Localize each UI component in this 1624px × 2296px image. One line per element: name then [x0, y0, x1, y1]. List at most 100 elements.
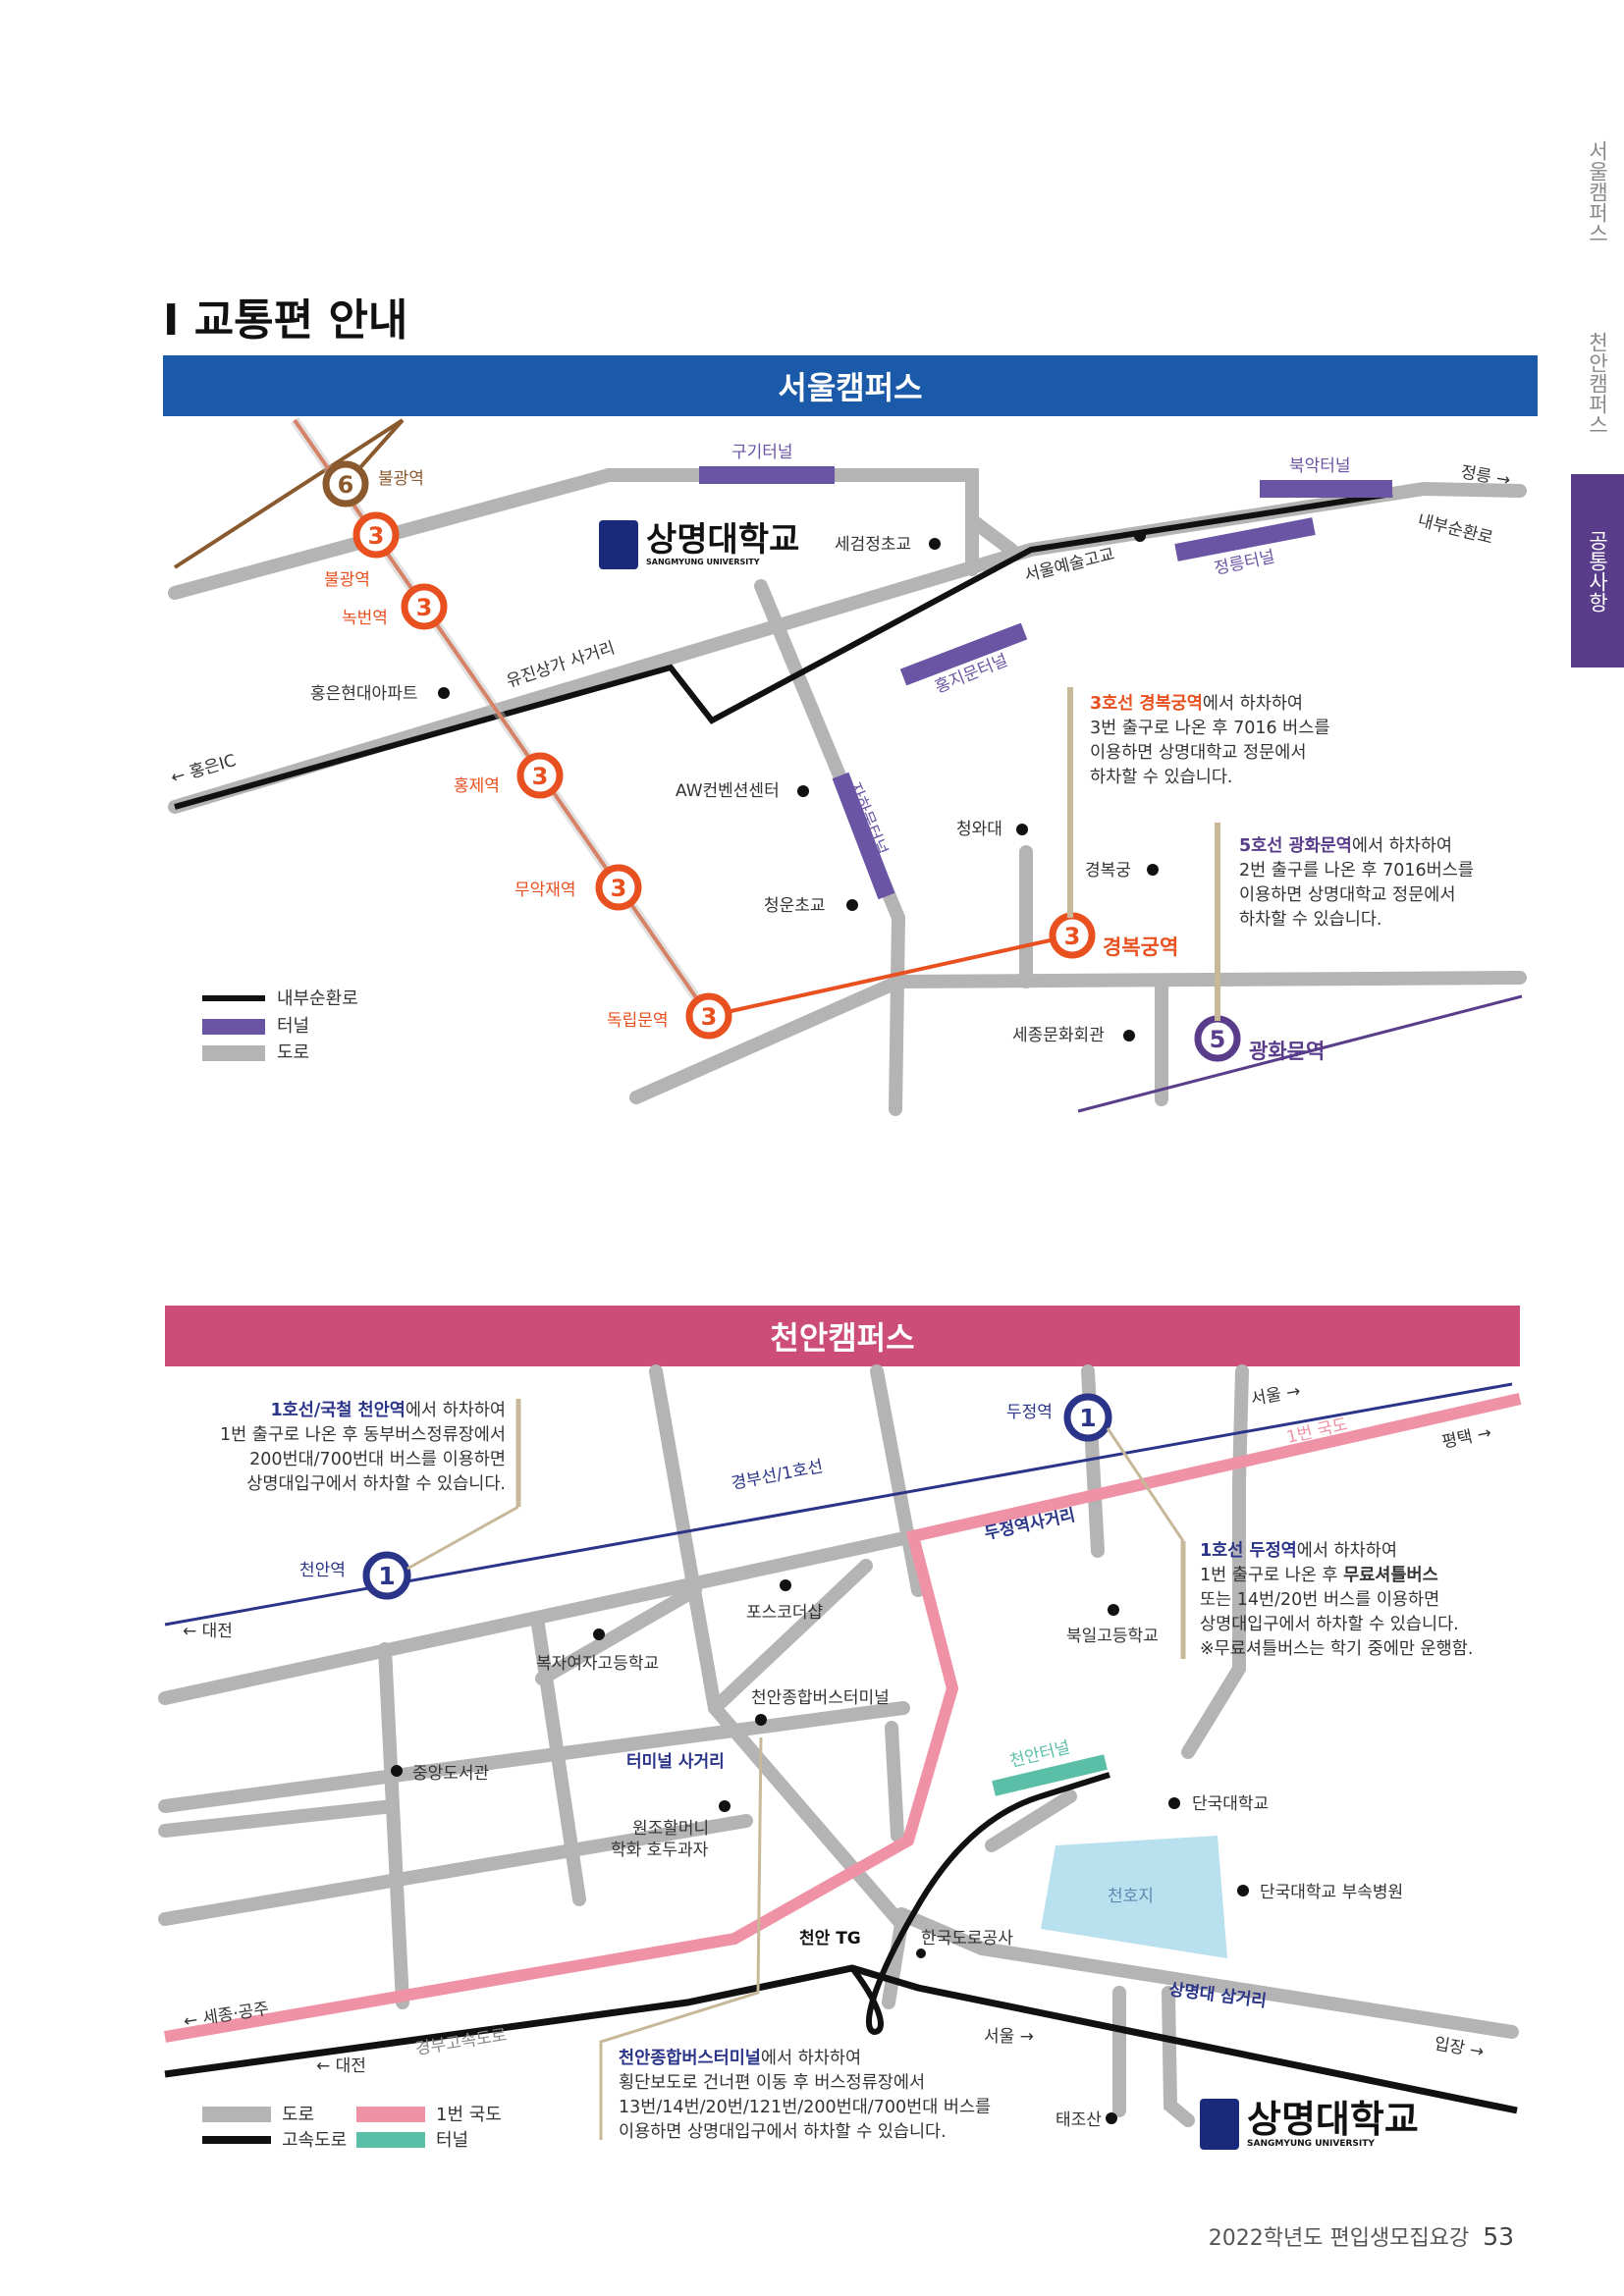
page-number: 53	[1483, 2222, 1514, 2251]
label-dankook: 단국대학교	[1192, 1794, 1269, 1814]
legend-road: 도로	[277, 1042, 309, 1063]
legend-tunnel: 터널	[277, 1016, 309, 1037]
cheonan-roads	[158, 1364, 1519, 2127]
note-highlight: 1호선/국철 천안역	[270, 1401, 406, 1420]
label-ipjang: 입장 →	[1433, 2034, 1486, 2062]
note-text: 에서 하차하여	[760, 2049, 862, 2068]
note-line: 상명대입구에서 하차할 수 있습니다.	[246, 1474, 506, 1494]
side-tab-common[interactable]: 공통사항	[1571, 474, 1624, 667]
seoul-tunnels	[699, 466, 1392, 900]
poi-dot	[391, 1765, 403, 1777]
note-text: 에서 하차하여	[1202, 694, 1304, 714]
line3-track	[293, 418, 1073, 1019]
poi-dot	[1237, 1885, 1249, 1896]
legend-ring: 내부순환로	[277, 988, 358, 1009]
note-highlight: 무료셔틀버스	[1343, 1566, 1438, 1585]
label-gwanghwamun-stn: 광화문역	[1249, 1040, 1325, 1063]
station-gwanghwamun: 5	[1194, 1015, 1241, 1062]
label-central-lib: 중앙도서관	[412, 1764, 489, 1784]
side-tab-cheonan[interactable]: 천안캠퍼스	[1586, 331, 1609, 435]
legend-route1: 1번 국도	[436, 2105, 502, 2125]
label-seoul-right: 서울 →	[984, 2027, 1034, 2047]
label-aw: AW컨벤션센터	[676, 781, 780, 801]
poi-dot	[846, 899, 858, 911]
poi-dot	[719, 1800, 731, 1812]
note-leader	[1106, 1427, 1185, 1542]
seoul-map: 6 3 3 3 3 3 3 5 불광역 불광역 녹번역 홍제역 무악재역 독립문…	[168, 417, 1527, 1116]
note-line: 이용하면 상명대학교 정문에서	[1239, 885, 1456, 905]
station-dujeong: 1	[1063, 1393, 1112, 1442]
logo-sub: SANGMYUNG UNIVERSITY	[646, 558, 760, 566]
logo-sub: SANGMYUNG UNIVERSITY	[1247, 2138, 1375, 2149]
logo-emblem	[599, 520, 638, 569]
poi-dot	[755, 1714, 767, 1726]
note-line: 이용하면 상명대입구에서 하차할 수 있습니다.	[619, 2122, 947, 2142]
note-line: 3번 출구로 나온 후 7016 버스를	[1090, 719, 1330, 738]
cheonhoji-lake	[1041, 1836, 1227, 1958]
label-hongeun-ic: ← 홍은IC	[169, 751, 239, 788]
label-muakjae: 무악재역	[514, 881, 576, 900]
note-line: ※무료셔틀버스는 학기 중에만 운행함.	[1200, 1639, 1474, 1659]
label-naebu: 내부순환로	[1416, 510, 1495, 548]
station-hongje: 3	[516, 752, 564, 799]
label-segeomjeong: 세검정초교	[835, 535, 911, 555]
legend-tunnel: 터널	[436, 2130, 468, 2151]
poi-dot	[797, 785, 809, 797]
cheonan-note-cheonan-stn: 1호선/국철 천안역에서 하차하여 1번 출구로 나온 후 동부버스정류장에서 …	[206, 1399, 506, 1497]
station-muakjae: 3	[595, 864, 642, 911]
inner-ring-road	[174, 491, 1393, 810]
line1-number: 1	[1079, 1404, 1096, 1432]
line3-number: 3	[532, 763, 549, 790]
label-bulgwang-6: 불광역	[378, 469, 424, 489]
note-line: 또는 14번/20번 버스를 이용하면	[1200, 1590, 1440, 1610]
label-daejeon-bottom: ← 대전	[316, 2056, 366, 2076]
cheonan-legend: 도로 1번 국도 고속도로 터널	[202, 2105, 502, 2151]
poi-dot	[1016, 824, 1028, 835]
note-highlight: 1호선 두정역	[1200, 1541, 1297, 1561]
seoul-legend: 내부순환로 터널 도로	[202, 988, 358, 1063]
legend-expressway: 고속도로	[282, 2130, 347, 2151]
logo-name: 상명대학교	[646, 520, 800, 560]
note-leader	[599, 1736, 763, 2140]
note-line: 상명대입구에서 하차할 수 있습니다.	[1200, 1615, 1459, 1634]
label-terminal: 천안종합버스터미널	[751, 1688, 890, 1708]
label-pos: 포스코더샵	[746, 1603, 823, 1623]
poi-dot	[1147, 864, 1159, 876]
poi-dot	[1134, 530, 1146, 542]
cheonan-note-terminal: 천안종합버스터미널에서 하차하여 횡단보도로 건너편 이동 후 버스정류장에서 …	[619, 2047, 1051, 2145]
label-gyeongbokgung: 경복궁	[1085, 861, 1131, 881]
station-gyeongbokgung: 3	[1049, 912, 1096, 959]
line3-number: 3	[1064, 923, 1081, 950]
note-leader	[406, 1505, 519, 1571]
station-bulgwang-6: 6	[322, 460, 369, 507]
station-nokbeon: 3	[401, 583, 448, 630]
poi-dot	[929, 538, 941, 550]
label-dongnimmun: 독립문역	[607, 1011, 669, 1031]
label-dujeong-stn: 두정역	[1006, 1403, 1053, 1422]
label-gugi-tunnel: 구기터널	[731, 443, 793, 462]
note-text: 에서 하차하여	[1351, 836, 1453, 856]
note-text: 에서 하차하여	[405, 1401, 506, 1420]
label-wonjo-1: 원조할머니	[632, 1819, 709, 1839]
label-cheonhoji: 천호지	[1108, 1887, 1154, 1906]
station-cheonan: 1	[362, 1551, 411, 1600]
line6-track	[173, 418, 405, 569]
side-tab-seoul[interactable]: 서울캠퍼스	[1586, 139, 1609, 243]
note-highlight: 3호선 경복궁역	[1090, 694, 1203, 714]
label-nokbeon: 녹번역	[342, 609, 388, 628]
poi-dot	[1123, 1030, 1135, 1041]
line5-track	[1077, 994, 1523, 1113]
label-cheongwadae: 청와대	[956, 820, 1002, 839]
cheonan-note-dujeong: 1호선 두정역에서 하차하여 1번 출구로 나온 후 무료셔틀버스 또는 14번…	[1200, 1539, 1524, 1662]
seoul-logo: 상명대학교 SANGMYUNG UNIVERSITY	[599, 520, 799, 569]
seoul-banner: 서울캠퍼스	[163, 355, 1538, 416]
label-bukil: 북일고등학교	[1066, 1627, 1159, 1646]
note-highlight: 5호선 광화문역	[1239, 836, 1352, 856]
legend-road: 도로	[282, 2105, 314, 2125]
page-title: I 교통편 안내	[163, 295, 408, 346]
label-cheonan-tg: 천안 TG	[799, 1929, 861, 1949]
line6-number: 6	[338, 471, 354, 499]
footer-text: 2022학년도 편입생모집요강	[1208, 2226, 1470, 2251]
line3-number: 3	[701, 1003, 718, 1031]
poi-dot	[438, 687, 450, 699]
